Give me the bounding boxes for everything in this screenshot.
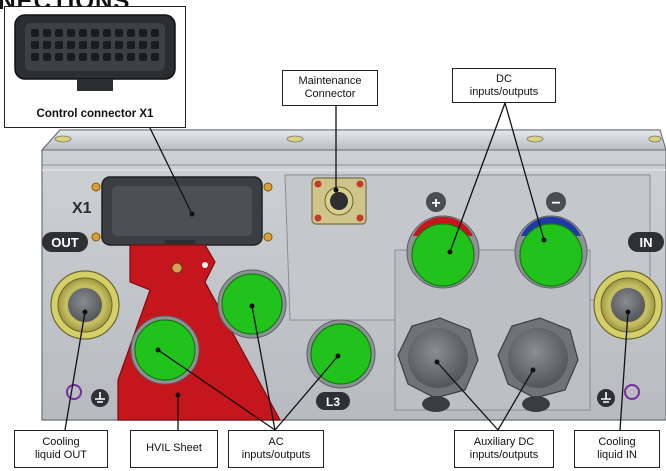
label-cooling-out: Cooling liquid OUT bbox=[14, 430, 108, 468]
marking-in: IN bbox=[640, 235, 653, 250]
label-aux-dc-io: Auxiliary DC inputs/outputs bbox=[454, 430, 554, 468]
cooling-fitting-out bbox=[51, 271, 119, 339]
label-dc-io: DC inputs/outputs bbox=[452, 68, 556, 103]
marking-out: OUT bbox=[51, 235, 79, 250]
dc-port-plus bbox=[407, 216, 479, 288]
ground-symbol-right bbox=[597, 389, 615, 407]
dc-port-minus bbox=[515, 216, 587, 288]
label-ac-io: AC inputs/outputs bbox=[228, 430, 324, 468]
label-cooling-in: Cooling liquid IN bbox=[574, 430, 660, 468]
ground-symbol-left bbox=[91, 389, 109, 407]
maintenance-connector bbox=[312, 178, 366, 224]
marking-dc-plus: + bbox=[431, 195, 440, 212]
control-connector-inset: Control connector X1 bbox=[4, 6, 186, 128]
cooling-fitting-in bbox=[594, 271, 662, 339]
ac-port-3 bbox=[307, 320, 375, 388]
x1-connector bbox=[92, 177, 272, 248]
marking-dc-minus: − bbox=[551, 195, 560, 212]
label-hvil-sheet: HVIL Sheet bbox=[130, 430, 218, 468]
label-maintenance-connector: Maintenance Connector bbox=[282, 70, 378, 106]
connector-x1-picture bbox=[5, 7, 185, 107]
marking-x1: X1 bbox=[72, 200, 92, 217]
label-control-connector: Control connector X1 bbox=[5, 108, 185, 121]
marking-l3: L3 bbox=[326, 395, 340, 409]
ac-port-2 bbox=[131, 316, 199, 384]
